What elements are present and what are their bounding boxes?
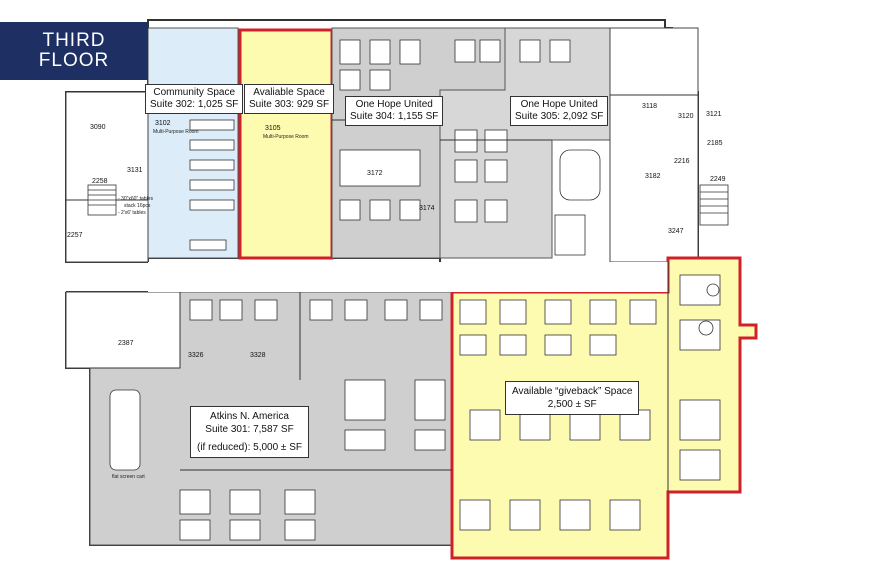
multi-purpose-note-2: Multi-Purpose Room [263,134,309,140]
room-3105: 3105 [265,125,281,132]
room-3120: 3120 [678,113,694,120]
room-3172: 3172 [367,170,383,177]
room-3174: 3174 [419,205,435,212]
room-2387: 2387 [118,340,134,347]
atkins-label-line2: Suite 301: 7,587 SF [205,424,294,435]
giveback-desks [459,274,721,531]
stairs [87,184,729,226]
suite-303-label: Avaliable Space Suite 303: 929 SF [244,84,335,114]
room-3326: 3326 [188,352,204,359]
room-3121: 3121 [706,111,722,118]
suite-303-label-line1: Avaliable Space [253,87,325,98]
room-3182: 3182 [645,173,661,180]
west-rooms [65,291,181,369]
room-3247: 3247 [668,228,684,235]
east-wing [609,27,699,263]
room-3131: 3131 [127,167,143,174]
giveback-label-line1: Available “giveback” Space [512,386,633,397]
conference-table [109,389,141,471]
community-label-line2: Suite 302: 1,025 SF [150,99,239,110]
atkins-label-line3: (if reduced): 5,000 ± SF [197,442,302,453]
room-3090: 3090 [90,124,106,131]
corridor [148,262,668,292]
suite-304-label-line2: Suite 304: 1,155 SF [350,111,439,122]
room-3118: 3118 [642,103,658,110]
suite-305-label: One Hope United Suite 305: 2,092 SF [510,96,609,126]
tables-note: - 30"x60" tables [118,196,153,202]
room-2258: 2258 [92,178,108,185]
tables2-note: - 2'x6' tables [118,210,146,216]
floor-badge: THIRD FLOOR [0,22,148,80]
suite-304-label: One Hope United Suite 304: 1,155 SF [345,96,444,126]
community-label-line1: Community Space [153,87,236,98]
stack-note: stack 16pcs [124,203,151,209]
giveback-label: Available “giveback” Space 2,500 ± SF [505,381,640,415]
suite-304-desks [339,39,421,221]
floor-badge-line2: FLOOR [38,50,110,71]
room-2185: 2185 [707,140,723,147]
west-wing [65,91,149,263]
screen-cart-note: flat screen cart [112,474,145,480]
suite-303-area [238,28,334,260]
room-2257: 2257 [67,232,83,239]
suite-304-label-line1: One Hope United [355,99,433,110]
suite-305-label-line1: One Hope United [520,99,598,110]
suite-305-desks [454,39,601,256]
room-3102: 3102 [155,120,171,127]
atkins-desks [179,299,446,541]
atkins-label: Atkins N. America Suite 301: 7,587 SF (i… [190,406,309,458]
multi-purpose-note-1: Multi-Purpose Room [153,129,199,135]
room-2216: 2216 [674,158,690,165]
room-2249: 2249 [710,176,726,183]
floor-badge-line1: THIRD [42,30,106,51]
atkins-label-line1: Atkins N. America [210,411,289,422]
room-3328: 3328 [250,352,266,359]
community-space-label: Community Space Suite 302: 1,025 SF [145,84,244,114]
suite-303-label-line2: Suite 303: 929 SF [249,99,330,110]
giveback-label-line2: 2,500 ± SF [547,399,597,410]
suite-305-label-line2: Suite 305: 2,092 SF [515,111,604,122]
